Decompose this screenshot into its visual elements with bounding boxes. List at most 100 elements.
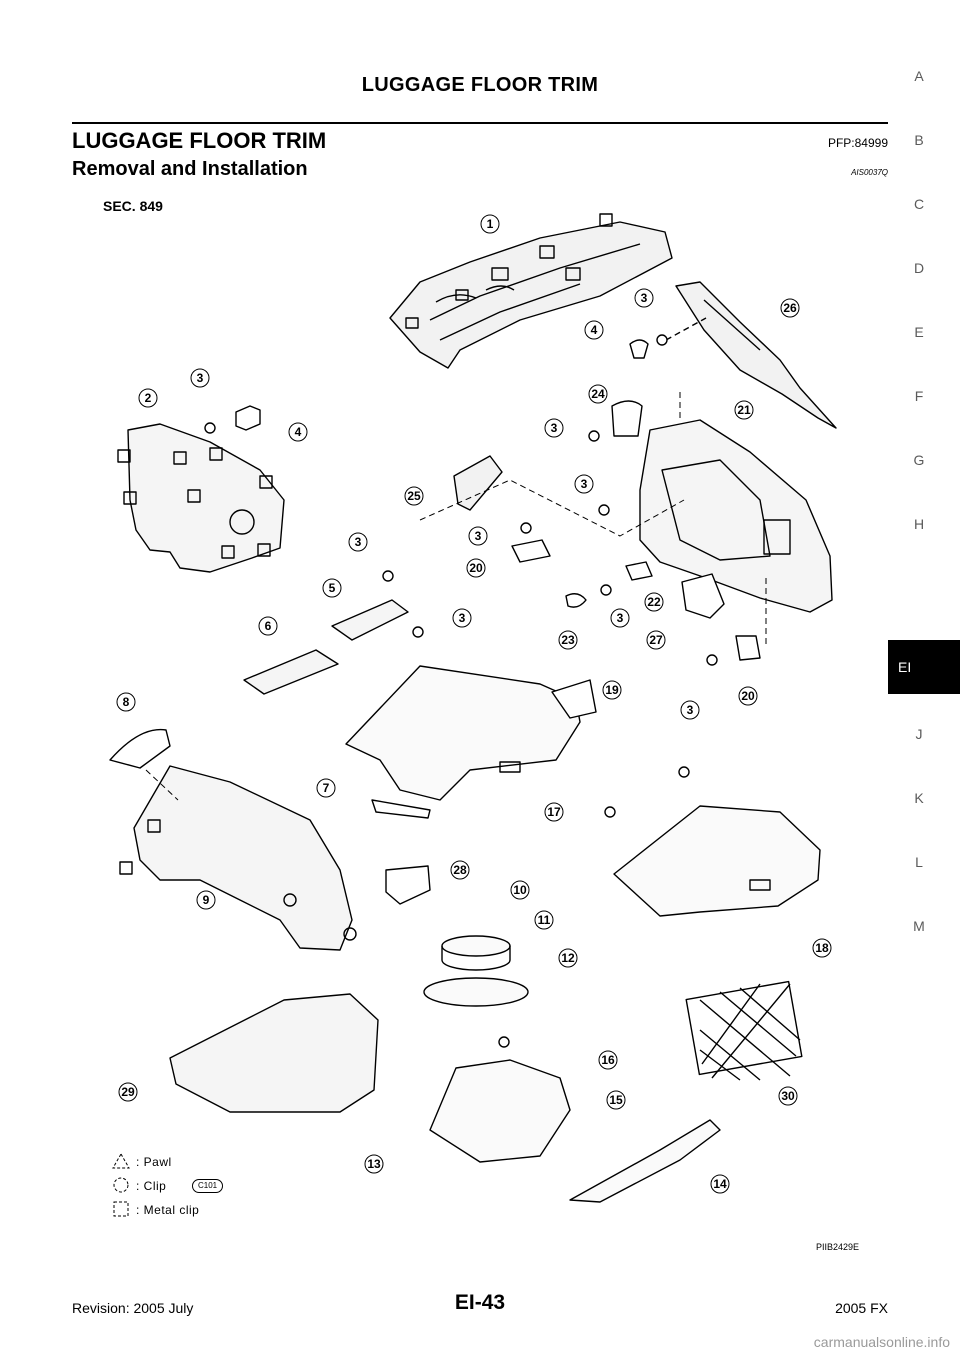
callout-3: 3 [610,608,630,628]
side-index-a[interactable]: A [914,68,924,84]
svg-text:3: 3 [641,291,648,305]
side-index-j[interactable]: J [915,726,923,742]
footer-model: 2005 FX [835,1300,888,1316]
callout-3: 3 [452,608,472,628]
callout-17: 17 [544,802,564,822]
svg-text:23: 23 [561,633,575,647]
part-30-net [685,980,803,1081]
svg-text:3: 3 [617,611,624,625]
callout-19: 19 [602,680,622,700]
part-21-luggage-side [639,419,833,613]
pfp-code: PFP:84999 [827,136,888,150]
header-rule [72,122,888,124]
watermark[interactable]: carmanualsonline.info [813,1334,950,1350]
svg-text:11: 11 [538,913,551,927]
svg-text:21: 21 [737,403,751,417]
callout-1: 1 [480,214,500,234]
callout-21: 21 [734,400,754,420]
callout-27: 27 [646,630,666,650]
svg-text:4: 4 [295,425,302,439]
callout-7: 7 [316,778,336,798]
svg-text:16: 16 [601,1053,615,1067]
callout-4: 4 [584,320,604,340]
side-index-h[interactable]: H [913,516,925,532]
svg-text:6: 6 [265,619,272,633]
callout-29: 29 [118,1082,138,1102]
callout-20: 20 [738,686,758,706]
part-2-quarter-upper [117,423,285,573]
svg-text:25: 25 [407,489,421,503]
side-index-k[interactable]: K [914,790,924,806]
svg-text:3: 3 [475,529,482,543]
svg-text:28: 28 [453,863,467,877]
sec-number: SEC. 849 [103,198,163,214]
svg-text:3: 3 [551,421,558,435]
callout-3: 3 [468,526,488,546]
callout-5: 5 [322,578,342,598]
svg-text:12: 12 [561,951,575,965]
svg-text:27: 27 [649,633,663,647]
callout-20: 20 [466,558,486,578]
svg-text:29: 29 [121,1085,135,1099]
svg-text:24: 24 [591,387,605,401]
metal-clip-symbol-icon [113,1201,129,1217]
svg-text:3: 3 [197,371,204,385]
side-index-l[interactable]: L [915,854,923,870]
svg-text:3: 3 [459,611,466,625]
figure-code: PIIB2429E [816,1242,860,1252]
part-18-spare-floor [613,805,821,917]
side-index-e[interactable]: E [914,324,924,340]
svg-text:3: 3 [687,703,694,717]
side-index-b[interactable]: B [914,132,924,148]
side-index-c[interactable]: C [913,196,925,212]
callout-3: 3 [348,532,368,552]
callout-2: 2 [138,388,158,408]
callout-26: 26 [780,298,800,318]
svg-text:26: 26 [783,301,797,315]
screw-set [204,334,718,1048]
subsection-title: Removal and Installation [72,158,308,180]
callout-4: 4 [288,422,308,442]
callout-23: 23 [558,630,578,650]
side-index-m[interactable]: M [913,918,925,934]
svg-text:9: 9 [203,893,210,907]
section-code: AIS0037Q [851,168,888,177]
footer-page-number: EI-43 [454,1291,506,1314]
pawl-symbol-icon [112,1152,130,1169]
side-index-f[interactable]: F [914,388,924,404]
callout-9: 9 [196,890,216,910]
exploded-parts-diagram: 1 2 3 3 3 3 3 3 3 3 3 4 4 5 6 7 8 9 10 1… [109,213,837,1203]
callout-18: 18 [812,938,832,958]
callout-13: 13 [364,1154,384,1174]
callout-8: 8 [116,692,136,712]
svg-text:22: 22 [647,595,661,609]
callout-16: 16 [598,1050,618,1070]
svg-text:20: 20 [741,689,755,703]
side-index-d[interactable]: D [913,260,925,276]
clip-code-badge: C101 [192,1179,224,1193]
svg-text:15: 15 [609,1093,623,1107]
svg-text:30: 30 [781,1089,795,1103]
side-index-g[interactable]: G [913,452,925,468]
part-9-quarter-lower [119,765,357,951]
svg-text:8: 8 [123,695,130,709]
footer-revision: Revision: 2005 July [72,1300,194,1316]
callout-24: 24 [588,384,608,404]
callout-3: 3 [680,700,700,720]
callout-3: 3 [574,474,594,494]
callout-3: 3 [634,288,654,308]
svg-text:1: 1 [487,217,494,231]
callout-25: 25 [404,486,424,506]
side-index-ei-active[interactable]: EI [888,640,960,694]
svg-text:20: 20 [469,561,483,575]
callout-3: 3 [544,418,564,438]
svg-text:14: 14 [713,1177,727,1191]
part-rear-header-trim [389,213,673,369]
svg-text:7: 7 [323,781,330,795]
svg-text:17: 17 [547,805,561,819]
svg-text:19: 19 [605,683,619,697]
callout-3: 3 [190,368,210,388]
callout-15: 15 [606,1090,626,1110]
svg-text:2: 2 [145,391,152,405]
callout-22: 22 [644,592,664,612]
